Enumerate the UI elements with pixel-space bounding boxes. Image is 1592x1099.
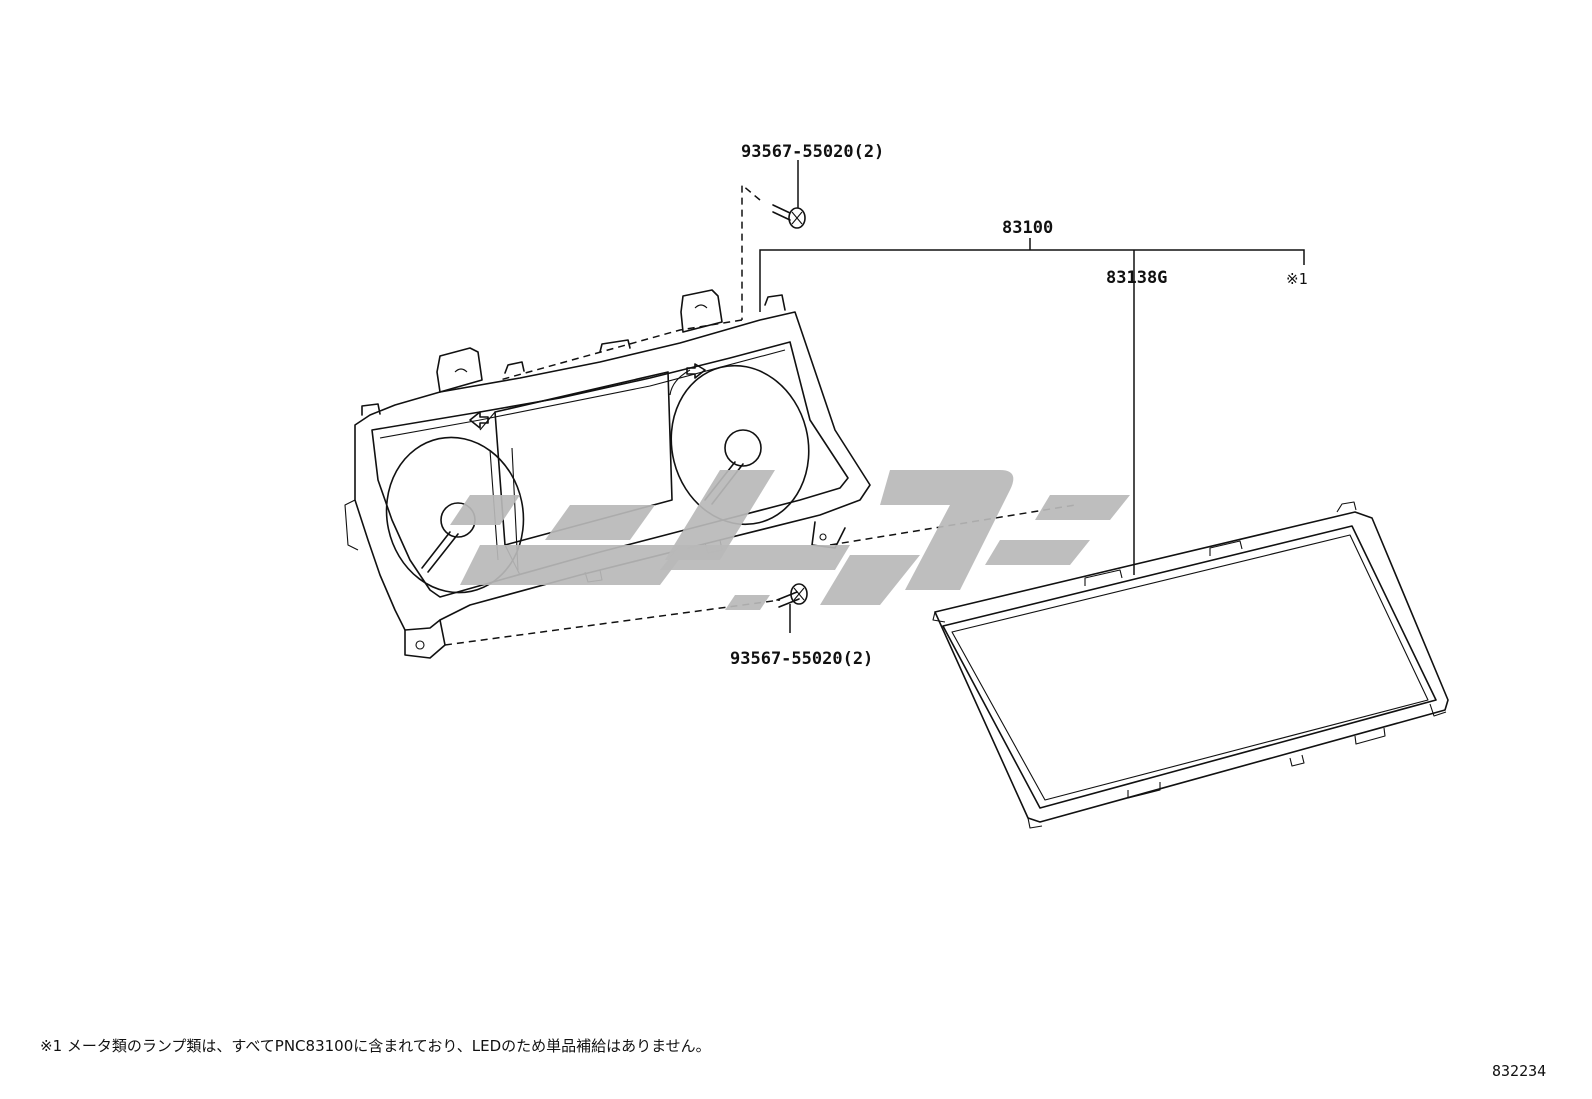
- footnote-text: ※1 メータ類のランプ類は、すべてPNC83100に含まれており、LEDのため単…: [40, 1037, 711, 1055]
- glass-cover-drawing: [932, 501, 1449, 829]
- label-cluster-assembly: 83100: [1002, 218, 1053, 238]
- leader-lines: [759, 160, 1305, 633]
- label-note-ref: ※1: [1286, 270, 1308, 288]
- figure-number: 832234: [1492, 1062, 1546, 1080]
- label-glass-cover: 83138G: [1106, 268, 1167, 288]
- watermark-logo: [450, 470, 1130, 610]
- screw-bottom-drawing: [776, 583, 808, 608]
- label-screw-bottom: 93567-55020(2): [730, 649, 873, 669]
- label-screw-top: 93567-55020(2): [741, 142, 884, 162]
- screw-top-drawing: [772, 204, 806, 229]
